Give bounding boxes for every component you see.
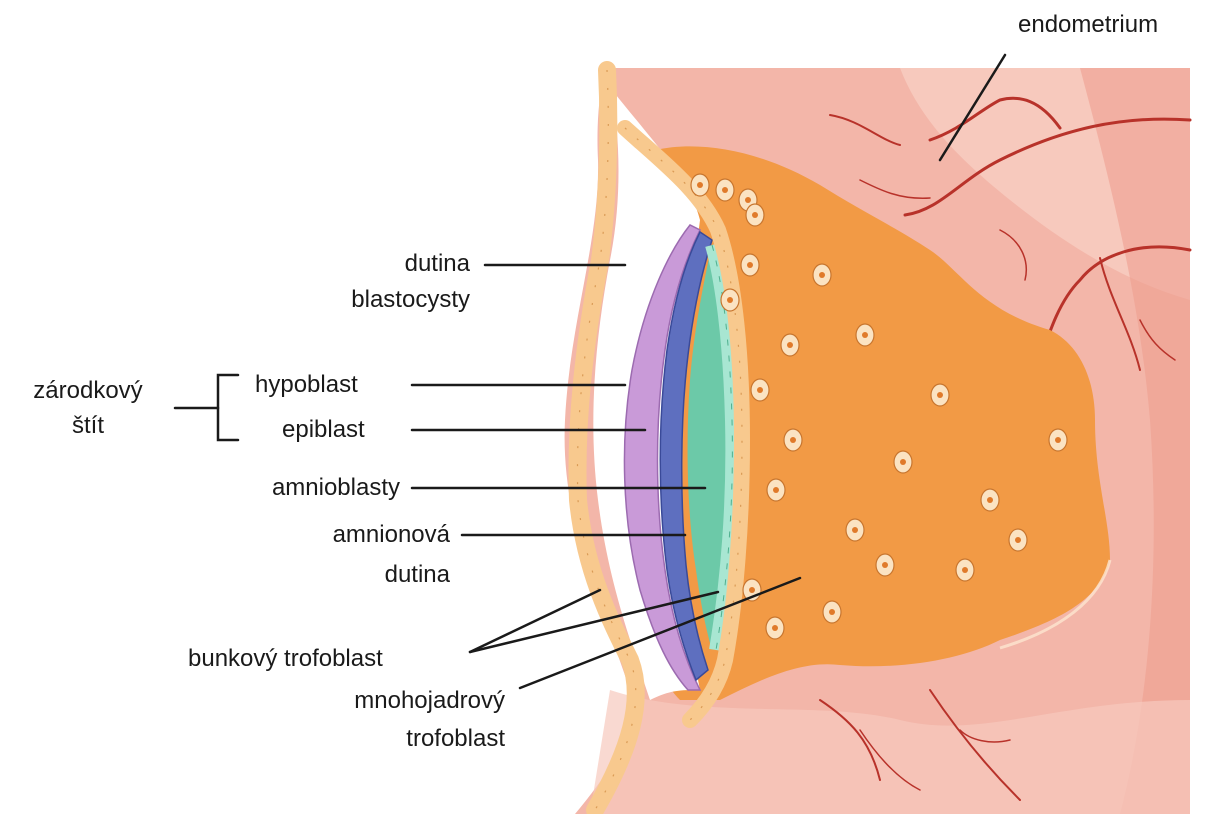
nucleus-dot: [962, 567, 968, 573]
nucleus-dot: [773, 487, 779, 493]
label-amniotic-cavity-line1: amnionová: [260, 519, 450, 550]
nucleus-dot: [900, 459, 906, 465]
nucleus-dot: [852, 527, 858, 533]
cytotrophoblast-leader-a: [470, 590, 600, 652]
nucleus-dot: [757, 387, 763, 393]
nucleus-dot: [819, 272, 825, 278]
label-syncytiotrophoblast-line2: trofoblast: [320, 723, 505, 754]
nucleus-dot: [752, 212, 758, 218]
nucleus-dot: [829, 609, 835, 615]
nucleus-dot: [772, 625, 778, 631]
label-syncytiotrophoblast-line1: mnohojadrový: [280, 685, 505, 716]
nucleus-dot: [747, 262, 753, 268]
nucleus-dot: [1055, 437, 1061, 443]
nucleus-dot: [749, 587, 755, 593]
label-hypoblast: hypoblast: [255, 369, 358, 400]
nucleus-dot: [987, 497, 993, 503]
label-amniotic-cavity-line2: dutina: [300, 559, 450, 590]
nucleus-dot: [882, 562, 888, 568]
nucleus-dot: [937, 392, 943, 398]
label-embryonic-disc-line1: zárodkový: [8, 375, 168, 406]
nucleus-dot: [722, 187, 728, 193]
label-blastocyst-cavity-line2: blastocysty: [300, 284, 470, 315]
nucleus-dot: [745, 197, 751, 203]
nucleus-dot: [862, 332, 868, 338]
label-cytotrophoblast: bunkový trofoblast: [188, 643, 383, 674]
nucleus-dot: [787, 342, 793, 348]
label-epiblast: epiblast: [282, 414, 365, 445]
label-embryonic-disc-line2: štít: [8, 410, 168, 441]
label-amnioblasts: amnioblasty: [190, 472, 400, 503]
nucleus-dot: [697, 182, 703, 188]
embryonic-disc-bracket: [218, 375, 238, 440]
nucleus-dot: [727, 297, 733, 303]
label-endometrium: endometrium: [1018, 9, 1158, 40]
label-blastocyst-cavity-line1: dutina: [360, 248, 470, 279]
nucleus-dot: [790, 437, 796, 443]
nucleus-dot: [1015, 537, 1021, 543]
